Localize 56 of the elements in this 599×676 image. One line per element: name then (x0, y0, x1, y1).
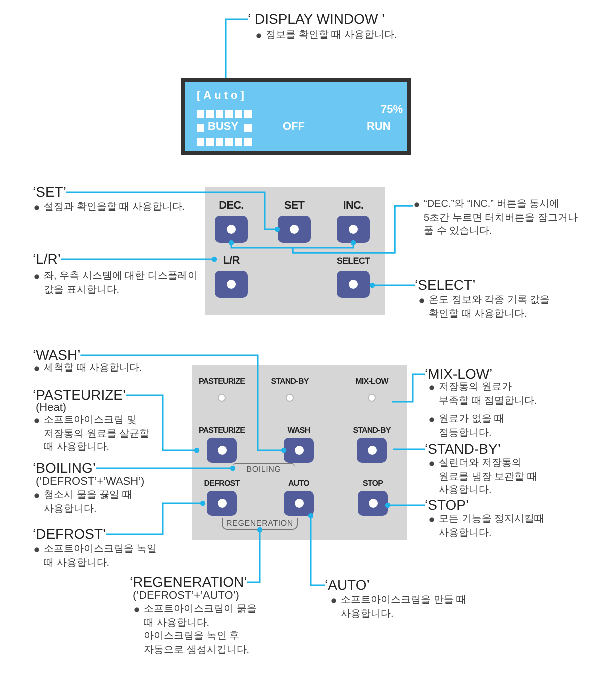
callout-heading: ‘SELECT’ (415, 277, 476, 294)
leader-line (370, 282, 415, 288)
button-label: STAND-BY (352, 425, 392, 436)
callout-heading: ‘WASH’ (33, 347, 81, 364)
button-label: SET (283, 199, 306, 214)
button-label: L/R (222, 254, 241, 269)
leader-line (292, 205, 413, 254)
button-label: DEC. (218, 199, 245, 214)
callout-heading: ‘STAND-BY’ (425, 441, 501, 458)
callout-heading: ‘SET’ (33, 184, 66, 201)
callout-subtitle: (‘DEFROST’+‘AUTO’) (133, 590, 240, 602)
bracket-label: REGENERATION (222, 518, 298, 530)
leader-line (385, 502, 425, 508)
button-label: STOP (362, 478, 384, 489)
display-text: [Auto] (197, 90, 248, 102)
callout-text: 소프트아이스크림을 녹일 때 사용합니다. (33, 543, 158, 570)
button-label: INC. (342, 199, 365, 214)
button-label: PASTEURIZE (198, 425, 246, 436)
callout-heading: ‘BOILING’ (33, 460, 96, 477)
led-label: MIX-LOW (354, 376, 390, 388)
leader-line (96, 466, 236, 472)
callout-subtitle: (‘DEFROST’+‘WASH’) (36, 476, 145, 488)
leader-line (126, 394, 200, 454)
display-window (181, 78, 411, 155)
leader-line (66, 192, 280, 232)
leader-line (80, 354, 287, 454)
display-text: 75% (381, 104, 404, 116)
control-panel (192, 365, 407, 540)
leader-line (392, 374, 425, 403)
button-label: AUTO (288, 478, 310, 489)
led-label: PASTEURIZE (198, 376, 246, 388)
button-label: SELECT (336, 255, 372, 268)
callout-heading: ‘REGENERATION’ (130, 574, 248, 591)
callout-heading: ‘DEFROST’ (33, 526, 106, 543)
leader-line (225, 18, 248, 78)
control-panel (205, 187, 385, 315)
callout-heading: ‘PASTEURIZE’ (33, 387, 126, 404)
leader-line (308, 513, 325, 586)
leader-line (61, 256, 218, 262)
button-label: WASH (286, 425, 312, 436)
leader-line (106, 500, 206, 536)
led-label: STAND-BY (270, 376, 310, 388)
leader-line (393, 448, 425, 450)
callout-heading: ‘STOP’ (425, 497, 470, 514)
callout-text: 저장통의 원료가 부족할 때 점멸합니다. (428, 381, 538, 408)
display-text: OFF (283, 121, 305, 133)
display-text: RUN (367, 121, 391, 133)
bracket-label: BOILING (233, 463, 295, 475)
leader-line (247, 527, 263, 584)
callout-subtitle: (Heat) (36, 402, 67, 414)
callout-heading: ‘L/R’ (33, 251, 62, 268)
callout-heading: ‘MIX-LOW’ (425, 366, 493, 383)
button-label: DEFROST (203, 478, 241, 489)
callout-heading: ‘AUTO’ (325, 577, 370, 594)
callout-heading: ‘ DISPLAY WINDOW ’ (248, 11, 386, 28)
display-text: BUSY (208, 121, 239, 133)
